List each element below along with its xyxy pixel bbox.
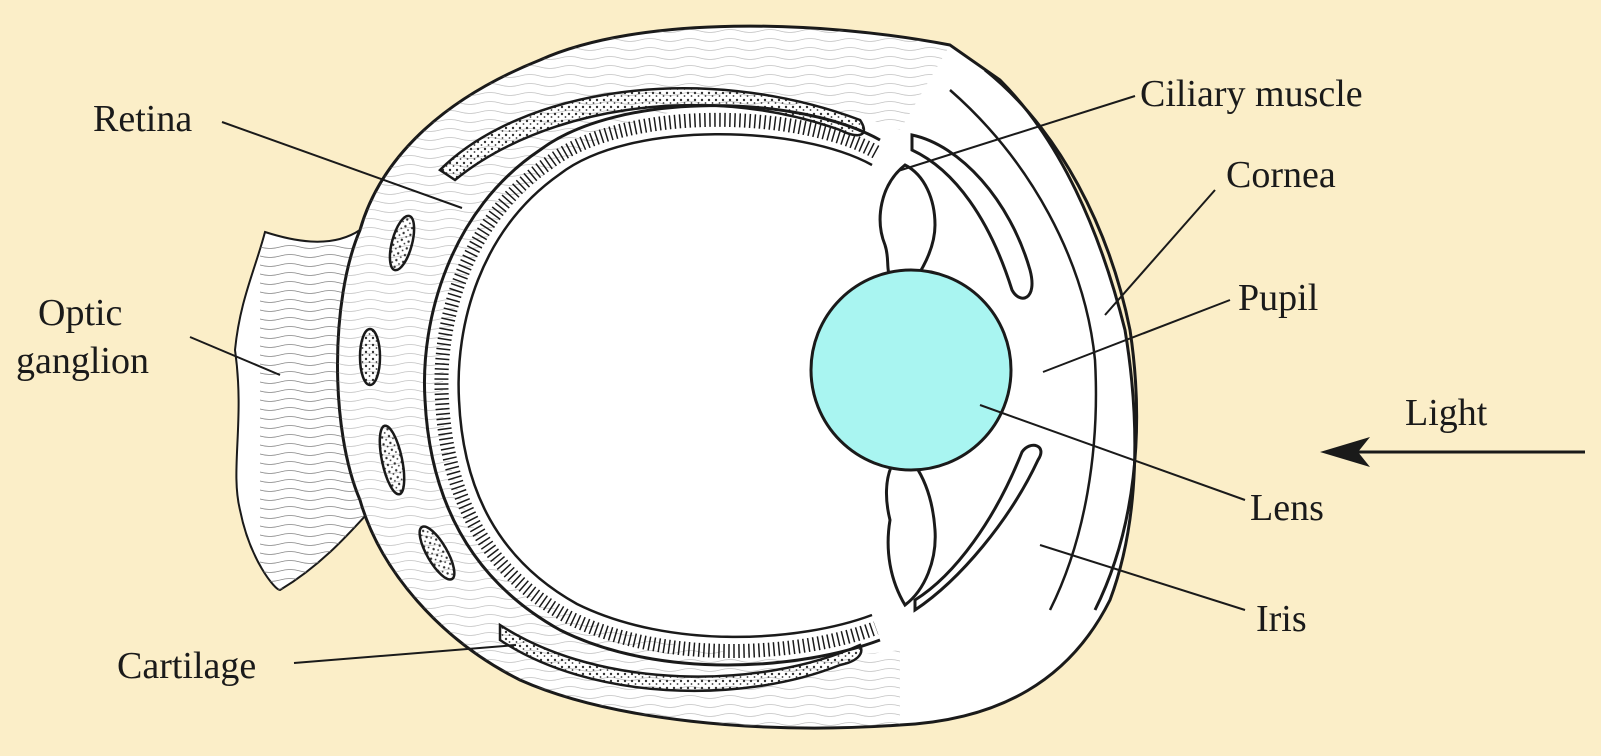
leader-cornea — [1105, 190, 1215, 315]
label-ciliary-muscle: Ciliary muscle — [1140, 73, 1363, 115]
label-lens: Lens — [1250, 487, 1324, 529]
label-cornea: Cornea — [1226, 154, 1336, 196]
label-iris: Iris — [1256, 598, 1307, 640]
label-cartilage: Cartilage — [117, 645, 256, 687]
label-pupil: Pupil — [1238, 277, 1318, 319]
lens — [811, 270, 1011, 470]
label-light: Light — [1405, 392, 1488, 434]
label-retina: Retina — [93, 98, 192, 140]
label-optic-line1: Optic — [38, 292, 122, 334]
cartilage-nodule-2 — [360, 329, 380, 385]
label-optic-line2: ganglion — [16, 340, 149, 382]
